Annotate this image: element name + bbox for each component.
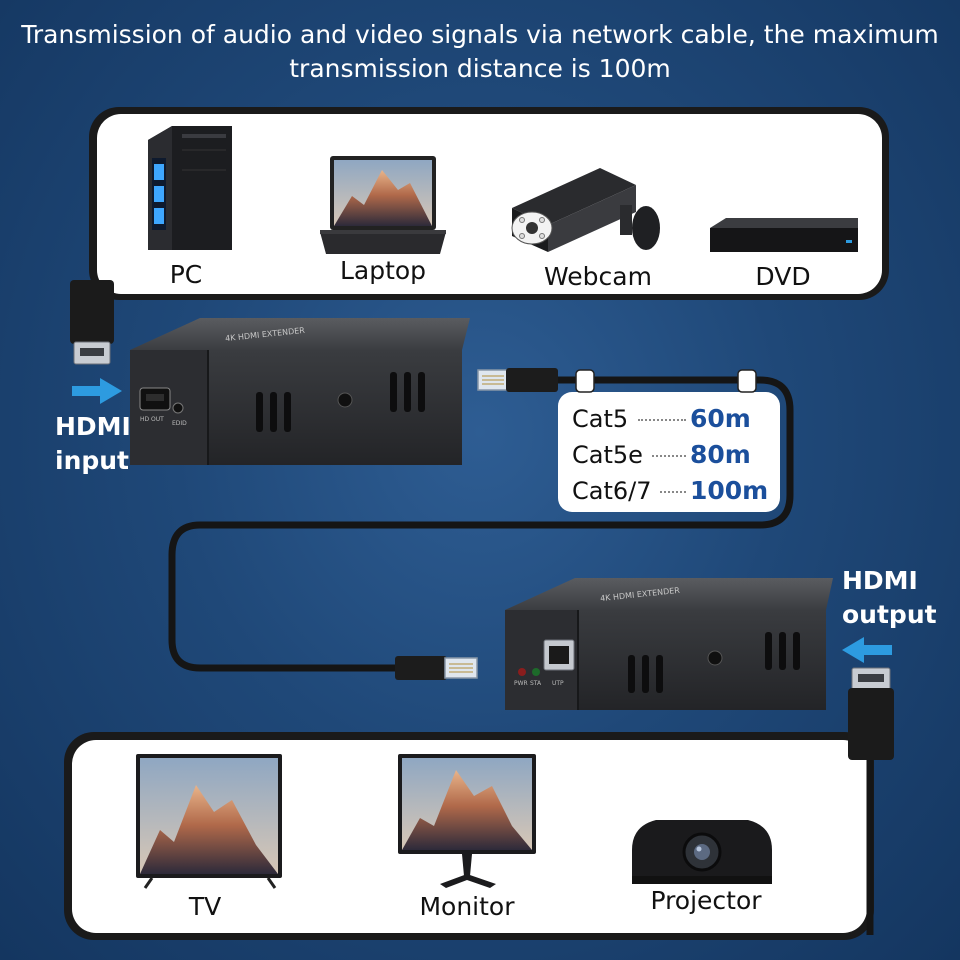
cable-row: Cat5 60m xyxy=(572,404,751,433)
pc-icon xyxy=(148,126,232,250)
monitor-label: Monitor xyxy=(419,892,515,921)
transmitter-edid-label: EDID xyxy=(172,420,187,427)
cable-row: Cat5e 80m xyxy=(572,440,751,469)
hdmi-plug-output xyxy=(848,667,894,760)
hdmi-plug-input xyxy=(70,280,114,365)
cable-distance: 100m xyxy=(690,476,769,505)
tv-label: TV xyxy=(188,892,222,921)
transmitter-hdmi-port-label: HD OUT xyxy=(140,416,164,423)
receiver-pwr-label: PWR xyxy=(514,680,528,687)
hdmi-input-line-1: HDMI xyxy=(55,412,131,441)
hdmi-input-line-2: input xyxy=(55,446,130,475)
laptop-icon xyxy=(320,156,446,254)
cable-leader-line xyxy=(660,491,686,493)
headline-line-1: Transmission of audio and video signals … xyxy=(21,20,939,49)
rj45-connector-bottom xyxy=(395,656,478,680)
transmitter-box xyxy=(130,318,470,465)
projector-icon xyxy=(632,820,772,884)
cable-leader-line xyxy=(652,455,686,457)
cable-type: Cat5e xyxy=(572,441,643,469)
cable-clip-left xyxy=(575,369,595,393)
headline-line-2: transmission distance is 100m xyxy=(289,54,671,83)
tv-icon xyxy=(136,754,282,889)
cable-type: Cat5 xyxy=(572,405,629,433)
hdmi-output-line-2: output xyxy=(842,600,937,629)
headline: Transmission of audio and video signals … xyxy=(0,18,960,86)
cable-distance: 80m xyxy=(690,440,751,469)
cable-leader-line xyxy=(638,419,686,421)
cable-clip-right xyxy=(737,369,757,393)
source-devices-panel xyxy=(89,107,889,300)
rj45-connector-top xyxy=(477,368,558,392)
webcam-label: Webcam xyxy=(544,262,652,291)
cable-row: Cat6/7 100m xyxy=(572,476,768,505)
cable-distance: 60m xyxy=(690,404,751,433)
monitor-icon xyxy=(398,754,536,888)
hdmi-output-label: HDMI output xyxy=(842,564,937,632)
pc-label: PC xyxy=(169,260,203,289)
network-cable xyxy=(168,376,794,672)
receiver-box xyxy=(505,578,833,710)
cable-type: Cat6/7 xyxy=(572,477,652,505)
dvd-icon xyxy=(710,218,858,252)
cable-distance-card xyxy=(558,392,780,512)
hdmi-output-line-1: HDMI xyxy=(842,566,918,595)
receiver-utp-label: UTP xyxy=(552,680,564,687)
laptop-label: Laptop xyxy=(339,256,427,285)
hdmi-input-arrow xyxy=(72,378,122,404)
projector-label: Projector xyxy=(650,886,762,915)
hdmi-output-arrow xyxy=(842,637,892,663)
webcam-icon xyxy=(511,168,660,252)
receiver-sta-label: STA xyxy=(530,680,542,687)
hdmi-input-label: HDMI input xyxy=(55,410,131,478)
dvd-label: DVD xyxy=(755,262,811,291)
